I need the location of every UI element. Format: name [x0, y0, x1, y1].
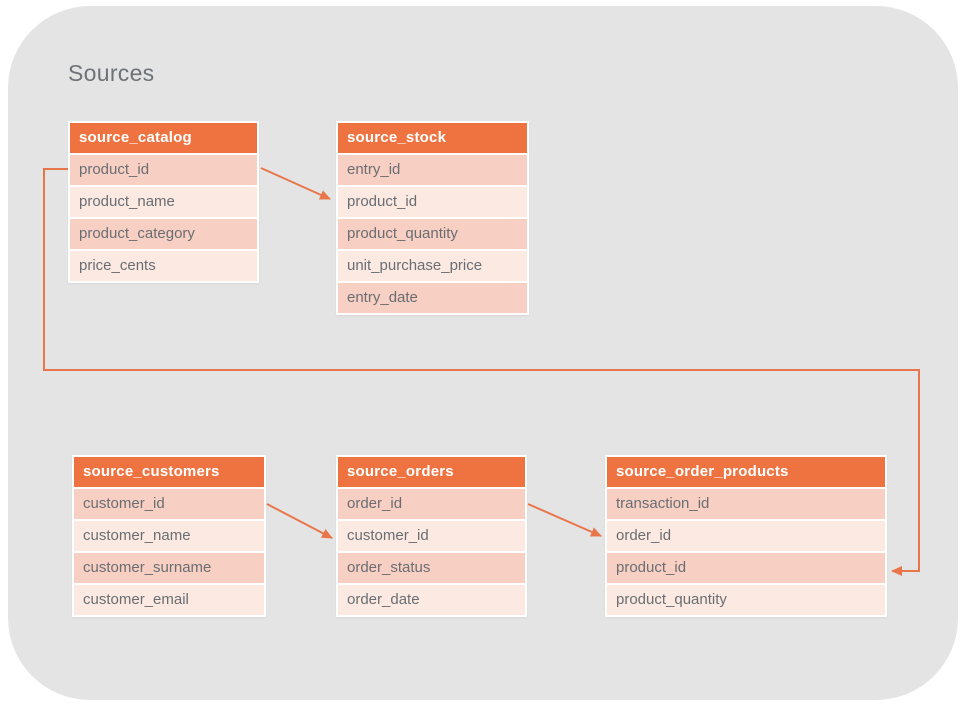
- table-row: customer_id: [74, 489, 264, 519]
- table-row: order_status: [338, 553, 525, 583]
- table-row: price_cents: [70, 251, 257, 281]
- table-row: product_name: [70, 187, 257, 217]
- table-row: product_quantity: [338, 219, 527, 249]
- table-row: entry_date: [338, 283, 527, 313]
- table-row: transaction_id: [607, 489, 885, 519]
- table-row: entry_id: [338, 155, 527, 185]
- table-header: source_customers: [74, 457, 264, 487]
- table-row: order_id: [607, 521, 885, 551]
- table-header: source_catalog: [70, 123, 257, 153]
- table-source-order-products: source_order_products transaction_id ord…: [605, 455, 887, 617]
- table-source-stock: source_stock entry_id product_id product…: [336, 121, 529, 315]
- table-source-customers: source_customers customer_id customer_na…: [72, 455, 266, 617]
- table-row: product_quantity: [607, 585, 885, 615]
- table-source-catalog: source_catalog product_id product_name p…: [68, 121, 259, 283]
- table-row: order_date: [338, 585, 525, 615]
- table-row: unit_purchase_price: [338, 251, 527, 281]
- table-header: source_orders: [338, 457, 525, 487]
- table-row: customer_surname: [74, 553, 264, 583]
- table-row: product_id: [338, 187, 527, 217]
- table-row: order_id: [338, 489, 525, 519]
- table-source-orders: source_orders order_id customer_id order…: [336, 455, 527, 617]
- page-title: Sources: [68, 60, 155, 86]
- table-header: source_order_products: [607, 457, 885, 487]
- table-row: product_id: [607, 553, 885, 583]
- table-row: customer_name: [74, 521, 264, 551]
- table-header: source_stock: [338, 123, 527, 153]
- table-row: product_id: [70, 155, 257, 185]
- table-row: customer_email: [74, 585, 264, 615]
- table-row: customer_id: [338, 521, 525, 551]
- table-row: product_category: [70, 219, 257, 249]
